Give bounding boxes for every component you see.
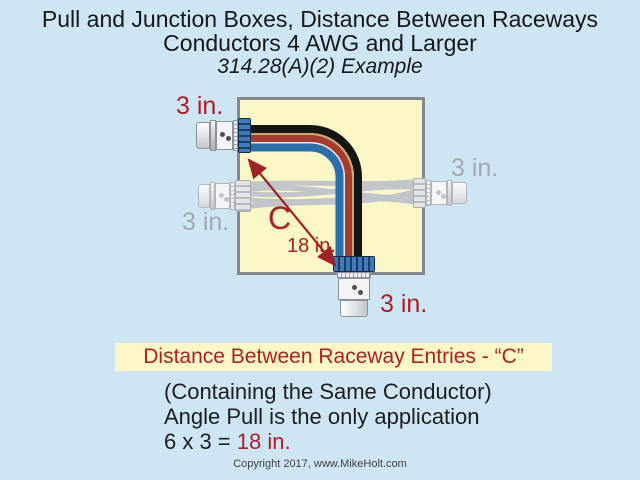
connector-cap (340, 300, 368, 317)
screw-icon (436, 190, 441, 195)
screw-icon (219, 193, 224, 198)
label-right-entry-distance: 3 in. (451, 154, 499, 182)
title-line-2: Conductors 4 AWG and Larger (163, 30, 477, 56)
note-line-1: (Containing the Same Conductor) (164, 379, 492, 404)
connector-ribs (426, 180, 431, 206)
copyright-text: Copyright 2017, www.MikeHolt.com (233, 458, 407, 470)
title-line-3: 314.28(A)(2) Example (217, 55, 423, 78)
title-line-1: Pull and Junction Boxes, Distance Betwee… (41, 6, 599, 32)
connector-flange (210, 182, 215, 210)
connector-flange (210, 120, 216, 151)
title-block: Pull and Junction Boxes, Distance Betwee… (0, 7, 640, 78)
connector-body (216, 121, 233, 150)
notes-block: (Containing the Same Conductor) Angle Pu… (164, 379, 492, 454)
connector-ribs (233, 120, 238, 151)
screw-icon (224, 197, 229, 202)
label-bottom-entry-distance: 3 in. (380, 290, 428, 318)
banner: Distance Between Raceway Entries - “C” (115, 343, 552, 371)
label-top-entry-distance: 3 in. (176, 92, 224, 120)
raceway-connector-bottom (333, 256, 375, 318)
label-distance-value: 18 in. (287, 235, 336, 257)
note-equation: 6 x 3 = 18 in. (164, 429, 492, 454)
banner-text: Distance Between Raceway Entries - “C” (143, 345, 524, 368)
connector-cap (196, 122, 210, 149)
connector-flange (447, 180, 452, 206)
raceway-connector-left-ghost (198, 180, 251, 212)
connector-body (215, 183, 230, 209)
connector-ribs (230, 182, 235, 210)
screw-icon (220, 132, 225, 137)
connector-body (431, 181, 447, 205)
note-line-2: Angle Pull is the only application (164, 404, 480, 429)
screw-icon (358, 290, 363, 295)
equation-value: 18 in. (236, 429, 291, 454)
locknut-icon (333, 256, 375, 272)
label-left-entry-distance: 3 in. (182, 208, 230, 236)
equation-prefix: 6 x 3 = (164, 429, 237, 454)
connector-cap (452, 182, 467, 204)
locknut-icon (235, 180, 251, 212)
connector-ribs (337, 272, 371, 278)
raceway-connector-right-ghost (413, 178, 477, 208)
screw-icon (352, 285, 357, 290)
raceway-connector-top-left (196, 117, 251, 154)
locknut-icon (413, 178, 426, 208)
screw-icon (226, 136, 231, 141)
label-distance-letter: C (268, 200, 292, 236)
locknut-icon (238, 118, 251, 153)
connector-body (338, 278, 370, 300)
screw-icon (441, 194, 446, 199)
connector-cap (198, 184, 210, 208)
